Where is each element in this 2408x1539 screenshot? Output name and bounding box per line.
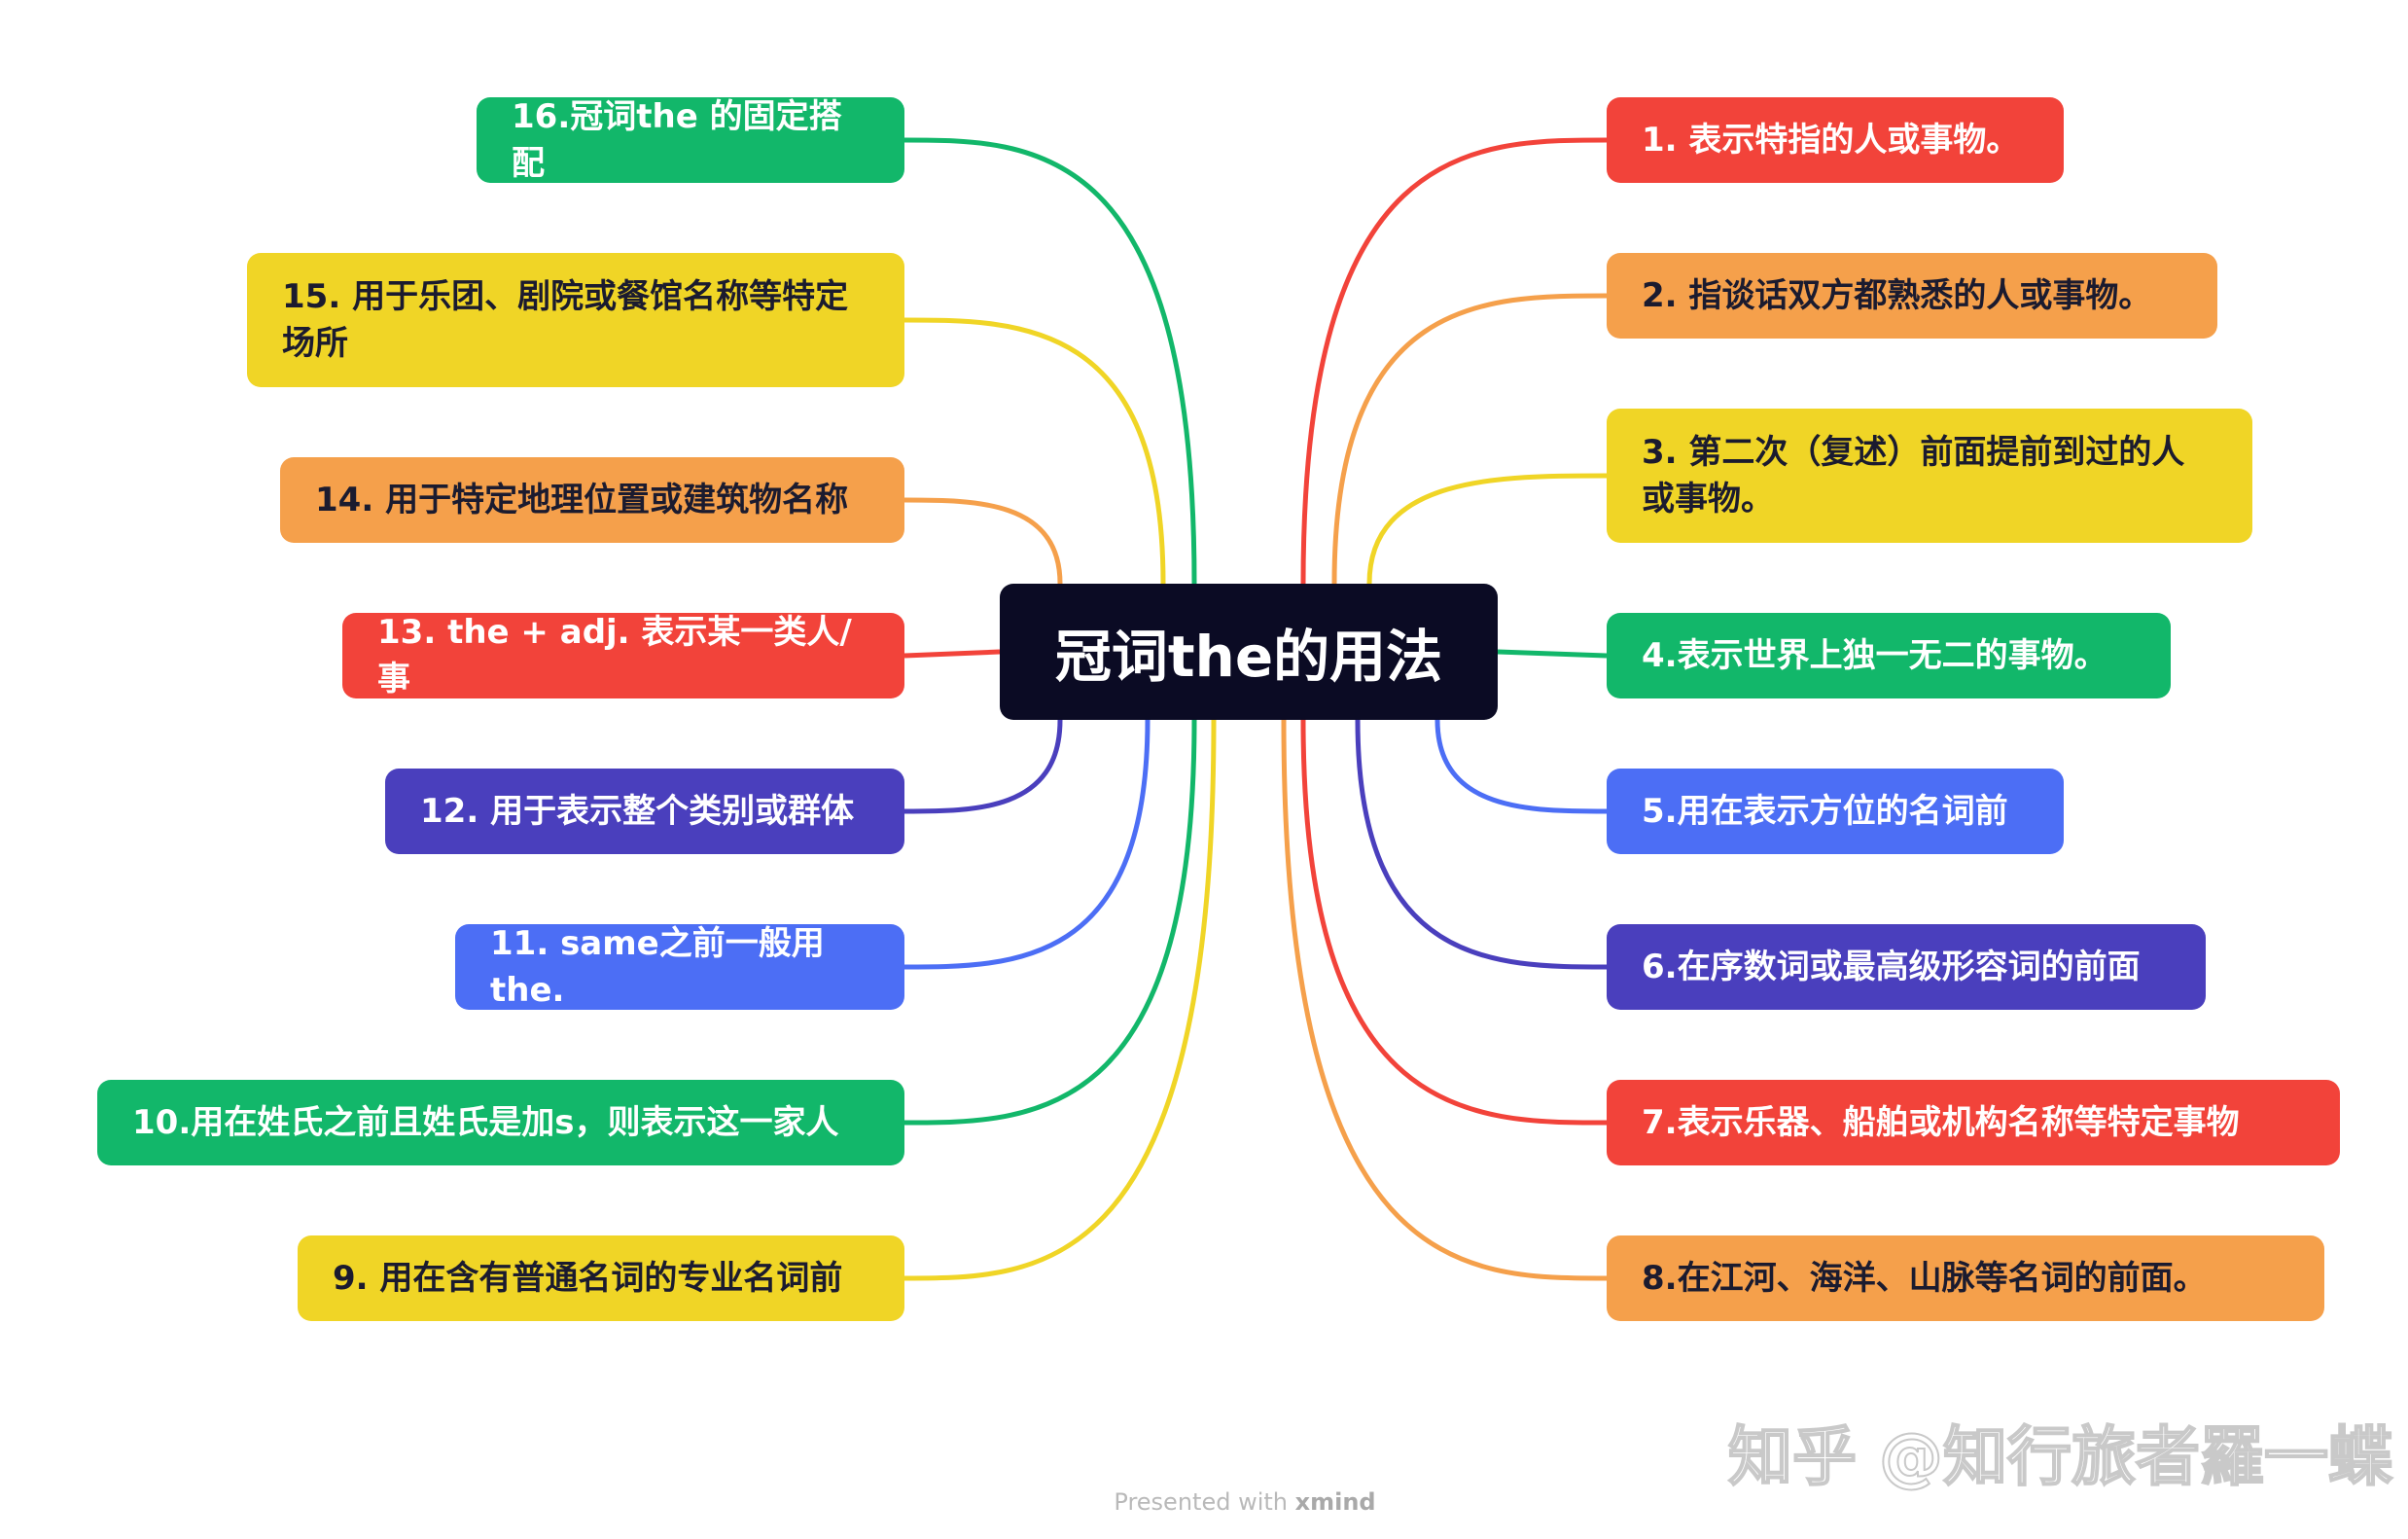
topic-15-label: 15. 用于乐团、剧院或餐馆名称等特定 场所 — [282, 277, 849, 363]
central-topic-label: 冠词the的用法 — [1054, 624, 1443, 690]
topic-4-label: 4.表示世界上独一无二的事物。 — [1642, 636, 2107, 675]
topic-1[interactable]: 1. 表示特指的人或事物。 — [1607, 97, 2064, 183]
topic-6-label: 6.在序数词或最高级形容词的前面 — [1642, 948, 2141, 986]
xmind-brand: xmind — [1294, 1488, 1376, 1516]
connector-topic-9 — [902, 717, 1217, 1281]
connector-topic-1 — [1300, 137, 1610, 587]
topic-8[interactable]: 8.在江河、海洋、山脉等名词的前面。 — [1607, 1235, 2324, 1321]
topic-10[interactable]: 10.用在姓氏之前且姓氏是加s，则表示这一家人 — [97, 1080, 904, 1165]
topic-16[interactable]: 16.冠词the 的固定搭配 — [477, 97, 904, 183]
connector-topic-8 — [1281, 717, 1610, 1281]
topic-7[interactable]: 7.表示乐器、船舶或机构名称等特定事物 — [1607, 1080, 2340, 1165]
watermark-text: 知乎 @知行旅者羅一蝶 — [1727, 1418, 2393, 1495]
topic-10-label: 10.用在姓氏之前且姓氏是加s，则表示这一家人 — [132, 1103, 839, 1142]
connector-topic-7 — [1300, 717, 1610, 1126]
connector-topic-4 — [1497, 649, 1608, 659]
topic-2[interactable]: 2. 指谈话双方都熟悉的人或事物。 — [1607, 253, 2217, 339]
footer-prefix: Presented with — [1114, 1488, 1288, 1516]
topic-13[interactable]: 13. the + adj. 表示某一类人/事 — [342, 613, 904, 698]
connector-topic-16 — [902, 137, 1197, 587]
topic-7-label: 7.表示乐器、船舶或机构名称等特定事物 — [1642, 1103, 2240, 1142]
connector-topic-5 — [1434, 717, 1610, 814]
connector-topic-15 — [902, 317, 1166, 587]
connector-topic-12 — [902, 717, 1063, 814]
topic-5[interactable]: 5.用在表示方位的名词前 — [1607, 769, 2064, 854]
topic-11-label: 11. same之前一般用the. — [490, 924, 825, 1010]
connector-topic-6 — [1355, 717, 1610, 970]
topic-11[interactable]: 11. same之前一般用the. — [455, 924, 904, 1010]
topic-6[interactable]: 6.在序数词或最高级形容词的前面 — [1607, 924, 2206, 1010]
connector-topic-2 — [1331, 293, 1610, 587]
central-topic[interactable]: 冠词the的用法 — [1000, 584, 1498, 720]
topic-4[interactable]: 4.表示世界上独一无二的事物。 — [1607, 613, 2171, 698]
connector-topic-10 — [902, 717, 1197, 1126]
topic-12-label: 12. 用于表示整个类别或群体 — [420, 792, 855, 831]
topic-9-label: 9. 用在含有普通名词的专业名词前 — [333, 1259, 843, 1298]
connector-topic-3 — [1366, 473, 1610, 587]
topic-3-label: 3. 第二次（复述）前面提前到过的人 或事物。 — [1642, 433, 2185, 519]
topic-14-label: 14. 用于特定地理位置或建筑物名称 — [315, 481, 849, 519]
presented-with-footer: Presented with xmind — [1002, 1486, 1488, 1518]
connector-topic-13 — [903, 649, 1001, 659]
topic-5-label: 5.用在表示方位的名词前 — [1642, 792, 2008, 831]
topic-2-label: 2. 指谈话双方都熟悉的人或事物。 — [1642, 276, 2152, 315]
topic-12[interactable]: 12. 用于表示整个类别或群体 — [385, 769, 904, 854]
topic-1-label: 1. 表示特指的人或事物。 — [1642, 121, 2020, 160]
topic-13-label: 13. the + adj. 表示某一类人/事 — [377, 613, 852, 698]
topic-15[interactable]: 15. 用于乐团、剧院或餐馆名称等特定 场所 — [247, 253, 904, 387]
connector-topic-14 — [902, 497, 1063, 587]
topic-14[interactable]: 14. 用于特定地理位置或建筑物名称 — [280, 457, 904, 543]
topic-3[interactable]: 3. 第二次（复述）前面提前到过的人 或事物。 — [1607, 409, 2252, 543]
topic-8-label: 8.在江河、海洋、山脉等名词的前面。 — [1642, 1259, 2207, 1298]
topic-16-label: 16.冠词the 的固定搭配 — [512, 97, 842, 183]
connector-topic-11 — [902, 717, 1151, 970]
topic-9[interactable]: 9. 用在含有普通名词的专业名词前 — [298, 1235, 904, 1321]
